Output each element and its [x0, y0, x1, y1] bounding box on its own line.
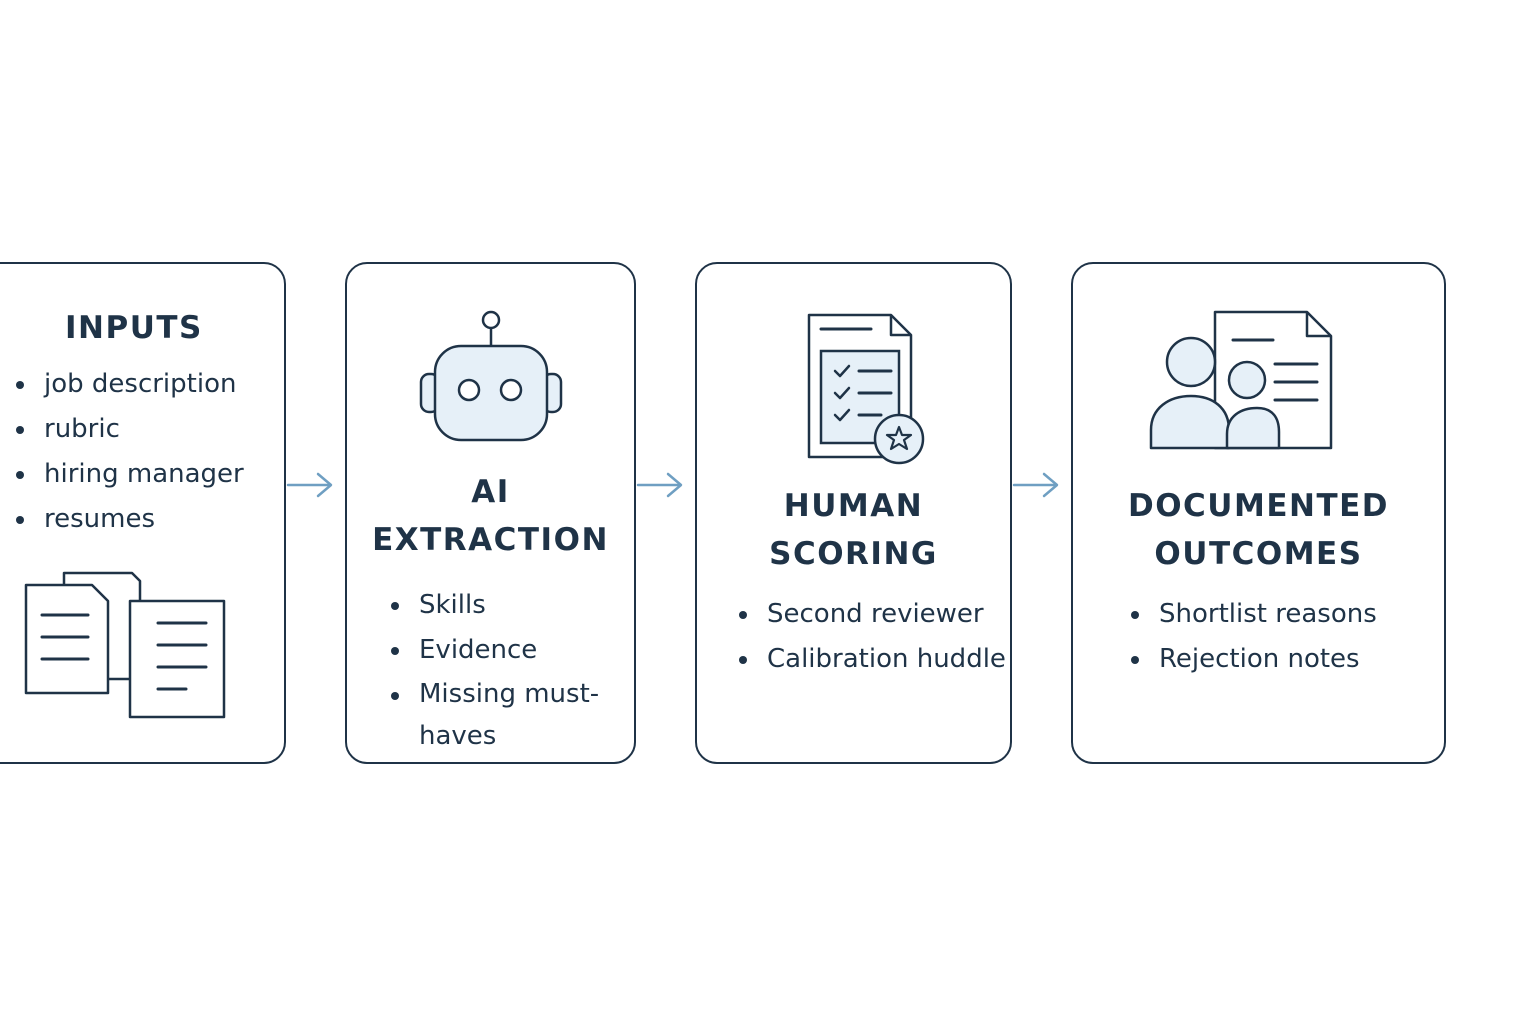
list-item: Rejection notes	[1129, 637, 1377, 682]
step-card-human-scoring: HUMAN SCORING Second reviewer Calibratio…	[695, 262, 1012, 764]
list-item: Skills	[389, 583, 609, 628]
list-item: Second reviewer	[737, 592, 1006, 637]
list-item: resumes	[14, 497, 244, 542]
step-title: HUMAN SCORING	[769, 488, 938, 572]
step-list: Second reviewer Calibration huddle	[737, 592, 1006, 682]
step-title: AI EXTRACTION	[372, 474, 609, 558]
step-title: DOCUMENTED OUTCOMES	[1127, 488, 1390, 572]
step-list: Shortlist reasons Rejection notes	[1129, 592, 1377, 682]
list-item: Calibration huddle	[737, 637, 1006, 682]
list-item: hiring manager	[14, 452, 244, 497]
list-item: Shortlist reasons	[1129, 592, 1377, 637]
people-document-icon	[1149, 310, 1333, 450]
list-item: rubric	[14, 407, 244, 452]
robot-icon	[419, 310, 563, 442]
list-item: Evidence	[389, 628, 609, 673]
arrow-right-icon	[286, 472, 333, 498]
documents-icon	[24, 571, 226, 719]
checklist-star-icon	[807, 313, 925, 465]
step-card-inputs: INPUTS job description rubric hiring man…	[0, 262, 286, 764]
list-item: job description	[14, 362, 244, 407]
arrow-right-icon	[1012, 472, 1059, 498]
step-card-ai-extraction: AI EXTRACTION Skills Evidence Missing mu…	[345, 262, 636, 764]
step-card-documented-outcomes: DOCUMENTED OUTCOMES Shortlist reasons Re…	[1071, 262, 1446, 764]
list-item: Missing must-haves	[389, 673, 609, 757]
arrow-right-icon	[636, 472, 683, 498]
step-list: Skills Evidence Missing must-haves	[389, 583, 609, 757]
step-list: job description rubric hiring manager re…	[14, 362, 244, 542]
step-title: INPUTS	[65, 310, 203, 346]
